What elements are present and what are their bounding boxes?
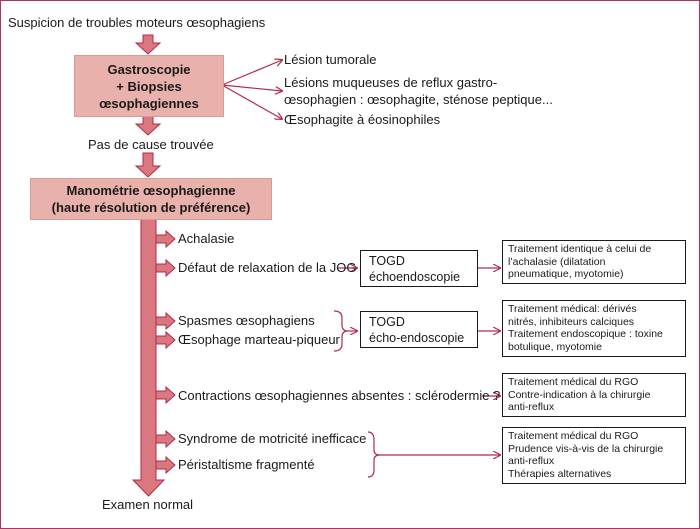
main-arrow xyxy=(131,218,166,497)
label-marteau: Œsophage marteau-piqueur xyxy=(178,332,340,347)
finding-reflux-line2: œsophagien : œsophagite, sténose peptiqu… xyxy=(284,92,553,107)
treatment-4-line: Traitement médical du RGO xyxy=(508,430,639,442)
branch-arrow-jog xyxy=(155,258,176,278)
togd-box-2-line2: écho-endoscopie xyxy=(369,331,465,345)
gastroscopy-line3: œsophagiennes xyxy=(99,95,199,111)
treatment-box-1: Traitement identique à celui de l’achala… xyxy=(502,240,686,284)
exam-normal-label: Examen normal xyxy=(102,497,194,512)
treatment-4-line: anti-reflux xyxy=(508,455,555,468)
treatment-2-line: Traitement médical: dérivés xyxy=(508,303,637,315)
manometry-line2: (haute résolution de préférence) xyxy=(51,200,251,215)
branch-arrow-fragmente xyxy=(155,455,176,475)
togd-box-1-line1: TOGD xyxy=(369,254,405,268)
treatment-1-line: l’achalasie (dilatation xyxy=(508,255,606,268)
manometry-line1: Manométrie œsophagienne xyxy=(66,183,236,198)
branch-arrow-marteau xyxy=(155,330,176,350)
treatment-2-line: botulique, myotomie xyxy=(508,340,602,353)
no-cause-label: Pas de cause trouvée xyxy=(88,137,214,152)
treatment-4-line: Thérapies alternatives xyxy=(508,467,612,480)
arrow-down-2 xyxy=(134,115,162,136)
treatment-box-2: Traitement médical: dérivés nitrés, inhi… xyxy=(502,300,686,357)
top-label: Suspicion de troubles moteurs œsophagien… xyxy=(8,15,266,30)
treatment-3-line: Contre-indication à la chirurgie xyxy=(508,388,651,401)
gastroscopy-box: Gastroscopie + Biopsies œsophagiennes xyxy=(74,55,224,117)
branch-arrow-inefficace xyxy=(155,429,176,449)
label-spasmes: Spasmes œsophagiens xyxy=(178,313,315,328)
manometry-box: Manométrie œsophagienne (haute résolutio… xyxy=(30,178,272,220)
treatment-3-line: anti-reflux xyxy=(508,401,555,414)
togd-box-1-line2: échoendoscopie xyxy=(369,270,461,284)
label-achalasie: Achalasie xyxy=(178,231,235,246)
label-inefficace: Syndrome de motricité inefficace xyxy=(178,431,367,446)
gastroscopy-line1: Gastroscopie xyxy=(107,61,191,77)
arrow-down-1 xyxy=(134,34,162,55)
treatment-box-3: Traitement médical du RGO Contre-indicat… xyxy=(502,373,686,417)
finding-reflux-line1: Lésions muqueuses de reflux gastro- xyxy=(284,75,498,90)
branch-arrow-absentes xyxy=(155,385,176,405)
treatment-4-line: Prudence vis-à-vis de la chirurgie xyxy=(508,442,664,455)
treatment-1-line: pneumatique, myotomie) xyxy=(508,268,624,281)
togd-box-2: TOGD écho-endoscopie xyxy=(360,311,478,348)
branch-arrow-spasmes xyxy=(155,311,176,331)
branch-arrow-achalasie xyxy=(155,229,176,249)
finding-eosinophiles: Œsophagite à éosinophiles xyxy=(284,112,441,127)
treatment-box-4: Traitement médical du RGO Prudence vis-à… xyxy=(502,427,686,484)
treatment-2-line: Traitement endoscopique : toxine xyxy=(508,328,663,341)
treatment-1-line: Traitement identique à celui de xyxy=(508,243,652,255)
finding-tumorale: Lésion tumorale xyxy=(284,52,377,67)
togd-box-1: TOGD échoendoscopie xyxy=(360,250,478,287)
treatment-3-line: Traitement médical du RGO xyxy=(508,376,639,388)
togd-box-2-line1: TOGD xyxy=(369,315,405,329)
treatment-2-line: nitrés, inhibiteurs calciques xyxy=(508,315,635,328)
arrow-down-3 xyxy=(134,152,162,178)
label-absentes: Contractions œsophagiennes absentes : sc… xyxy=(178,388,501,403)
label-jog: Défaut de relaxation de la JOG xyxy=(178,260,357,275)
label-fragmente: Péristaltisme fragmenté xyxy=(178,457,315,472)
gastroscopy-line2: + Biopsies xyxy=(116,78,182,94)
